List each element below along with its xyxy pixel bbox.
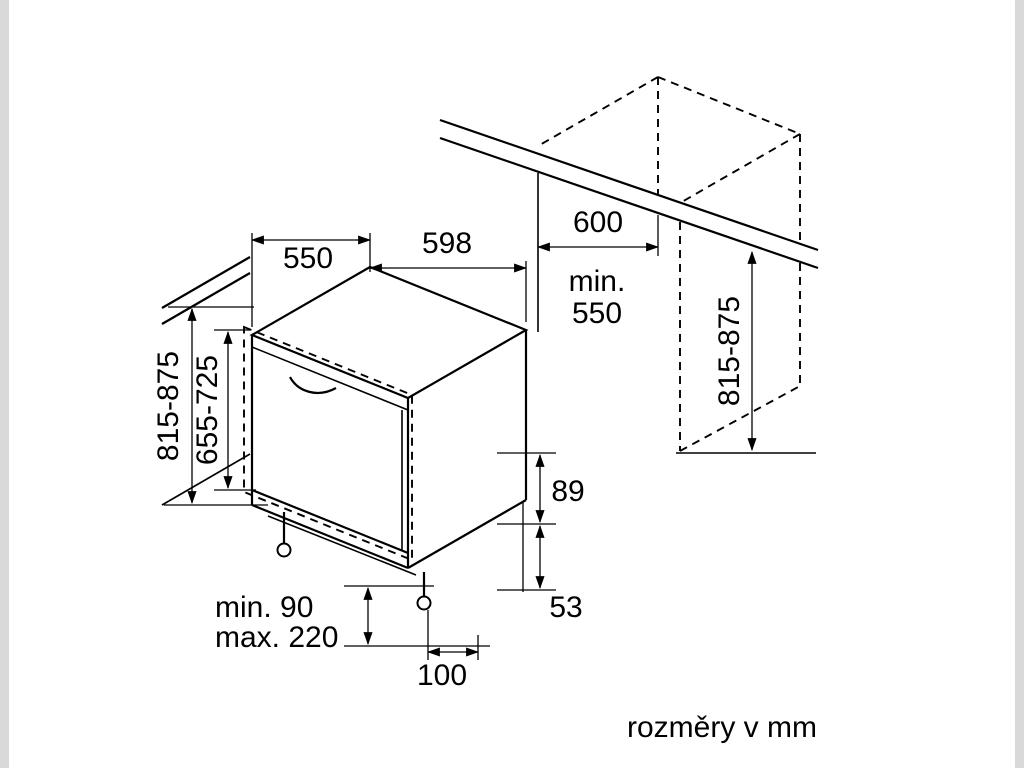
left-edge-strip <box>0 0 9 768</box>
dim-niche-height-right: 815-875 <box>713 250 757 452</box>
dishwasher-top-face <box>249 265 529 400</box>
dim-appliance-depth: 550 <box>250 233 372 327</box>
dim-598-label: 598 <box>422 227 472 260</box>
dim-foot-setback: 100 <box>417 610 480 692</box>
plinth-line <box>267 515 417 576</box>
cabinet-niche-dashed <box>537 76 801 452</box>
right-foot <box>416 595 432 611</box>
dim-100-label: 100 <box>417 659 467 692</box>
dim-89-label: 89 <box>551 475 584 508</box>
dim-min90-label: min. 90 <box>215 591 313 624</box>
units-caption: rozměry v mm <box>627 711 817 744</box>
dim-rear-gap-lower: 53 <box>497 524 583 624</box>
worktop <box>161 118 819 325</box>
dim-appliance-height-left: 815-875 <box>152 306 268 506</box>
right-edge-strip <box>1015 0 1024 768</box>
dim-appliance-width: 598 <box>368 227 528 322</box>
dim-550-label: 550 <box>283 242 333 275</box>
dishwasher <box>243 265 529 611</box>
furniture-door-outline <box>243 325 413 562</box>
floor-lines <box>161 452 816 506</box>
dim-rear-gap-upper: 89 <box>497 452 585 525</box>
door-handle-icon <box>289 376 337 394</box>
dim-815-875-right-label: 815-875 <box>713 296 746 406</box>
dim-min550-label-line1: min. <box>569 265 626 298</box>
door-bottom-line <box>251 488 409 555</box>
dim-600-label: 600 <box>573 206 623 239</box>
dim-door-height: 655-725 <box>191 329 256 491</box>
dim-niche: 600 min. 550 <box>536 206 660 330</box>
door-top-line <box>251 346 409 411</box>
dim-815-875-left-label: 815-875 <box>152 351 185 461</box>
dim-plinth-height: min. 90 max. 220 <box>215 585 490 654</box>
dim-655-725-label: 655-725 <box>191 355 224 465</box>
dim-min550-label-line2: 550 <box>572 297 622 330</box>
dim-53-label: 53 <box>549 591 582 624</box>
left-foot <box>276 542 292 558</box>
dim-max220-label: max. 220 <box>215 621 338 654</box>
